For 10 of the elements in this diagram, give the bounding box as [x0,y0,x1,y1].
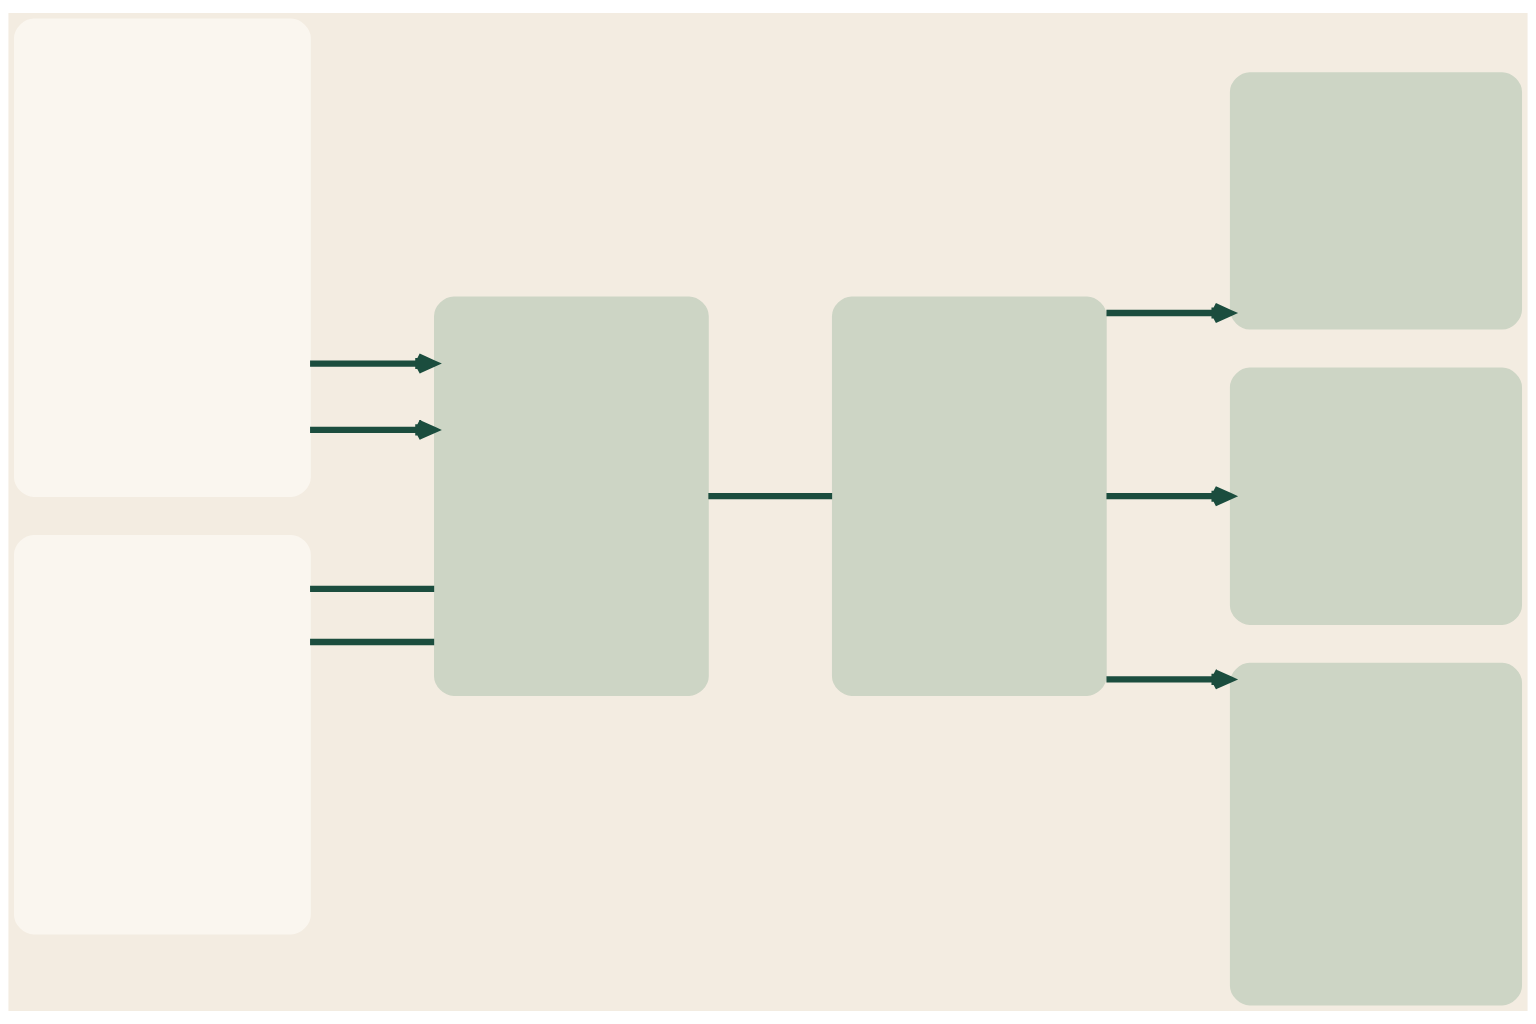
node-box [1229,367,1523,625]
node-box [13,534,311,935]
connector [708,493,833,500]
node-box [434,296,709,696]
node-box [13,18,311,497]
connector [310,638,435,646]
node-box [1229,72,1523,330]
connector [310,585,435,592]
node-box [831,296,1107,696]
node-box [1229,662,1523,1006]
